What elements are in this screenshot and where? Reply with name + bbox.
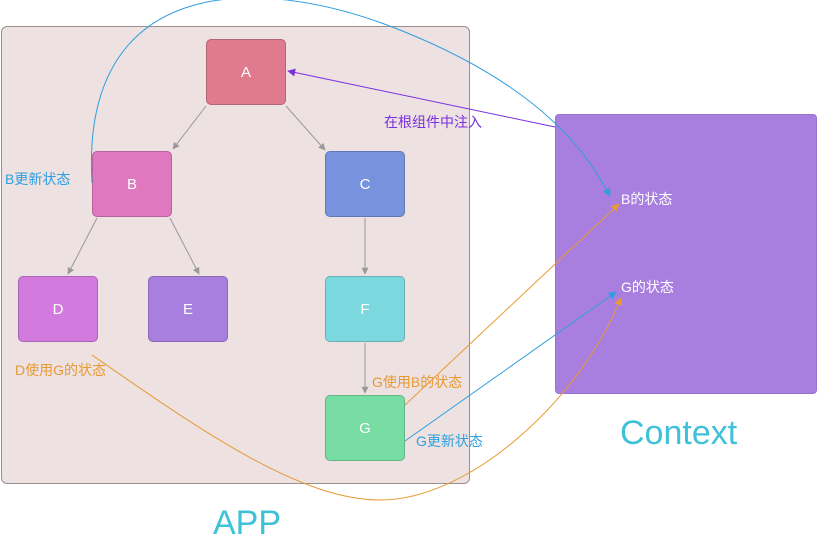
- g-use-b-label: G使用B的状态: [372, 374, 463, 390]
- node-b[interactable]: B: [92, 151, 172, 217]
- edge-a-b: [172, 105, 207, 150]
- context-title: Context: [620, 414, 738, 452]
- g-update-label: G更新状态: [416, 433, 483, 449]
- context-g-state: G的状态: [621, 279, 674, 295]
- node-g[interactable]: G: [325, 395, 405, 461]
- node-f[interactable]: F: [325, 276, 405, 342]
- inject-label: 在根组件中注入: [384, 114, 482, 130]
- node-d[interactable]: D: [18, 276, 98, 342]
- node-a[interactable]: A: [206, 39, 286, 105]
- d-use-g-arrow: [91, 297, 623, 501]
- app-title: APP: [213, 504, 282, 542]
- context-container: [555, 114, 817, 394]
- d-use-g-label: D使用G的状态: [15, 362, 106, 378]
- b-update-label: B更新状态: [5, 171, 71, 187]
- inject-arrow: [287, 68, 556, 128]
- b-update-arrow: [90, 0, 611, 197]
- node-e[interactable]: E: [148, 276, 228, 342]
- context-b-state: B的状态: [621, 191, 673, 207]
- node-c[interactable]: C: [325, 151, 405, 217]
- g-update-arrow: [404, 291, 617, 442]
- g-use-b-arrow: [404, 203, 620, 406]
- edge-b-d: [67, 217, 98, 275]
- edge-a-c: [285, 105, 326, 151]
- edge-b-e: [169, 217, 200, 275]
